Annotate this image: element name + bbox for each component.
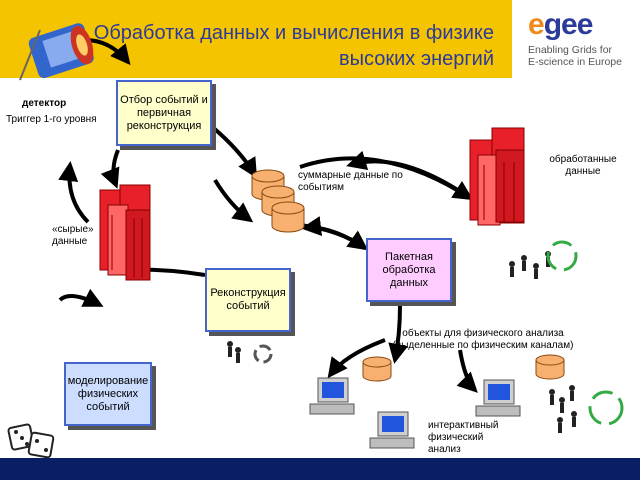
logo-word: egee — [528, 8, 593, 41]
people-icon — [227, 251, 577, 433]
dice-icon — [7, 423, 55, 459]
batch-processing-box: Пакетная обработка данных — [366, 238, 452, 302]
logo-sub-line1: Enabling Grids for — [528, 44, 613, 56]
logo-sub-line2: E-science in Europe — [528, 56, 622, 68]
event-reconstruction-label: Реконструкция событий — [210, 287, 286, 312]
arrow-objects-to-pc — [327, 338, 386, 379]
arrow-sim-to-raw — [58, 288, 104, 307]
event-selection-label: Отбор событий и первичная реконструкция — [120, 93, 208, 132]
processed-data-label: обработанные данные — [549, 154, 617, 177]
event-summary-label: суммарные данные по событиям — [298, 170, 403, 193]
interactive-analysis-label: интерактивный физический анализ — [428, 420, 499, 455]
recycle-icon — [253, 240, 624, 426]
database-cylinder-icon — [251, 169, 305, 233]
analysis-objects-label: объекты для физического анализа (выделен… — [392, 328, 574, 351]
page-title: Обработка данных и вычисления в физике в… — [93, 22, 494, 70]
arrow-selection-to-summary — [208, 123, 258, 179]
computer-icon — [309, 377, 521, 449]
batch-processing-label: Пакетная обработка данных — [382, 250, 436, 289]
arrow-batch-to-objects — [388, 304, 408, 364]
event-reconstruction-box: Реконструкция событий — [205, 268, 291, 332]
arrow-objects-to-interactive — [456, 349, 478, 393]
arrow-raw-to-trigger — [58, 161, 90, 224]
trigger-label: Триггер 1-го уровня — [6, 114, 97, 125]
simulation-box: моделирование физических событий — [64, 362, 152, 426]
bottom-bar — [0, 458, 640, 480]
arrow-processed-to-summary — [346, 150, 472, 200]
server-rack-icon-processed — [469, 127, 525, 226]
arrow-batch-to-db — [301, 216, 367, 250]
server-rack-icon — [99, 184, 151, 281]
logo-subtitle: Enabling Grids for E-science in Europe — [528, 44, 622, 68]
arrow-selection-to-db — [213, 178, 254, 223]
arrow-selection-to-raw — [100, 149, 120, 189]
detector-label: детектор — [22, 98, 67, 109]
raw-data-label: «сырые» данные — [52, 224, 94, 247]
event-selection-box: Отбор событий и первичная реконструкция — [116, 80, 212, 146]
egee-logo: egee Enabling Grids for E-science in Eur… — [512, 0, 640, 78]
database-cylinder-small — [362, 354, 565, 382]
detector-icon — [19, 23, 94, 81]
simulation-label: моделирование физических событий — [67, 374, 149, 413]
